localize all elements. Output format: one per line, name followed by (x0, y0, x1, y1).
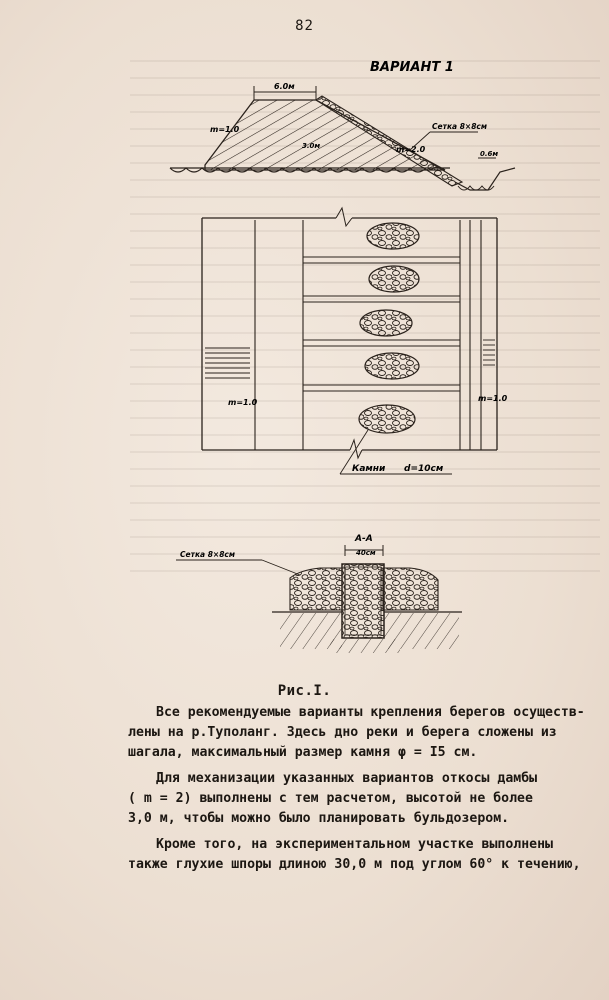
height-label: 3.0м (302, 142, 320, 150)
section-width-label: 40см (356, 549, 376, 557)
text-line: также глухие шпоры длиною 30,0 м под угл… (128, 857, 581, 872)
page-number: 82 (295, 18, 314, 34)
paragraph-1: Все рекомендуемые варианты крепления бер… (128, 703, 600, 763)
dam-cross-section: 6.0м 0.6м m=1.0 m=2.0 3.0м Сетка 8×8см (169, 82, 516, 191)
text-line: 3,0 м, чтобы можно было планировать буль… (128, 811, 510, 826)
dam-plan-view: m=1.0 m=1.0 Камни d=10см (201, 206, 508, 475)
section-mesh-label: Сетка 8×8см (180, 550, 235, 559)
text-line: лены на р.Туполанг. Здесь дно реки и бер… (128, 725, 557, 740)
technical-drawing: ВАРИАНТ 1 6.0м 0.6м m=1.0 m=2.0 3.0м (169, 60, 516, 653)
section-a-a: А-А 40см Сетка 8×8см (176, 534, 462, 653)
variant-title: ВАРИАНТ 1 (370, 60, 454, 75)
mesh-label: Сетка 8×8см (432, 122, 487, 131)
left-slope-label: m=1.0 (210, 125, 240, 134)
stone-size-label: d=10см (404, 464, 444, 474)
plan-left-slope-label: m=1.0 (228, 398, 258, 407)
section-label: А-А (354, 534, 373, 544)
paragraph-3: Кроме того, на экспериментальном участке… (128, 835, 600, 875)
text-line: Все рекомендуемые варианты крепления бер… (156, 705, 585, 720)
plan-right-slope-label: m=1.0 (478, 394, 508, 403)
text-line: ( m = 2) выполнены с тем расчетом, высот… (128, 791, 533, 806)
body-text: Все рекомендуемые варианты крепления бер… (128, 703, 600, 881)
top-width-label: 6.0м (274, 82, 295, 91)
figure-caption: Рис.I. (277, 683, 332, 699)
stone-label: Камни (352, 464, 386, 474)
ditch-width-label: 0.6м (480, 150, 498, 158)
text-line: Для механизации указанных вариантов отко… (156, 771, 538, 786)
text-line: шагала, максимальный размер камня φ = I5… (128, 745, 478, 760)
text-line: Кроме того, на экспериментальном участке… (156, 837, 553, 852)
paragraph-2: Для механизации указанных вариантов отко… (128, 769, 600, 829)
